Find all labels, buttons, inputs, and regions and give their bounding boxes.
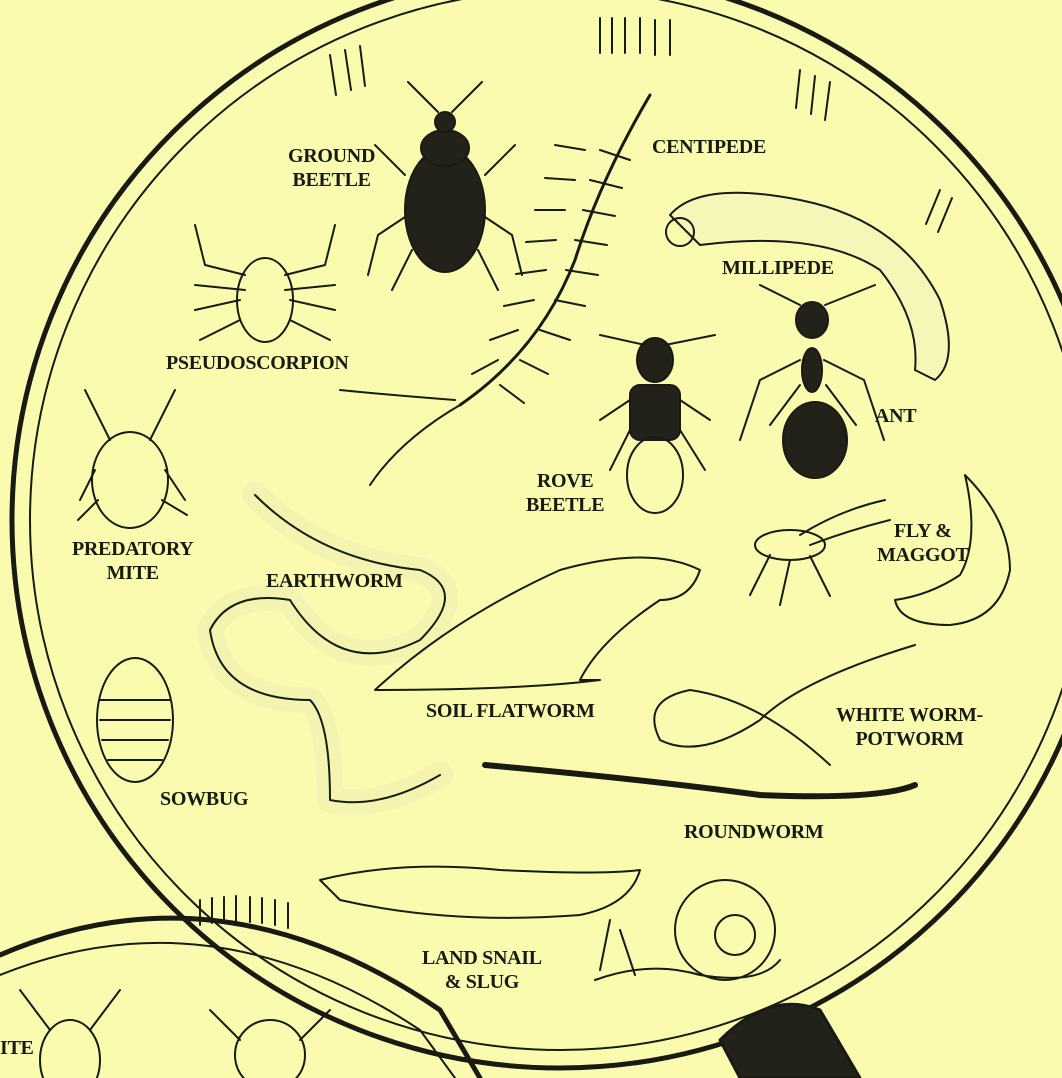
magnifying-glass-handle-icon	[720, 1004, 860, 1078]
predatory-mite-icon	[78, 390, 187, 528]
pseudoscorpion-icon	[195, 225, 335, 342]
label-millipede: MILLIPEDE	[722, 256, 834, 280]
fly-icon	[750, 500, 890, 605]
second-lens-icon	[0, 896, 480, 1078]
label-predatory-mite: PREDATORY MITE	[72, 537, 193, 585]
label-ant: ANT	[875, 404, 916, 428]
rove-beetle-icon	[600, 335, 715, 513]
label-centipede: CENTIPEDE	[652, 135, 766, 159]
label-pseudoscorpion: PSEUDOSCORPION	[166, 351, 349, 375]
sowbug-icon	[97, 658, 173, 782]
label-white-worm: WHITE WORM- POTWORM	[836, 703, 983, 751]
label-fly-maggot: FLY & MAGGOT	[877, 519, 969, 567]
label-soil-flatworm: SOIL FLATWORM	[426, 699, 595, 723]
ant-icon	[740, 285, 884, 478]
label-partial-mite: ITE	[0, 1036, 34, 1060]
label-land-snail-slug: LAND SNAIL & SLUG	[422, 946, 542, 994]
label-roundworm: ROUNDWORM	[684, 820, 824, 844]
centipede-icon	[340, 95, 650, 485]
slug-icon	[320, 867, 640, 918]
label-rove-beetle: ROVE BEETLE	[526, 469, 604, 517]
roundworm-icon	[485, 765, 915, 796]
label-ground-beetle: GROUND BEETLE	[288, 144, 375, 192]
partial-mites-icon	[20, 990, 330, 1078]
ground-beetle-icon	[368, 82, 522, 290]
label-sowbug: SOWBUG	[160, 787, 248, 811]
label-earthworm: EARTHWORM	[266, 569, 403, 593]
snail-icon	[595, 880, 780, 980]
